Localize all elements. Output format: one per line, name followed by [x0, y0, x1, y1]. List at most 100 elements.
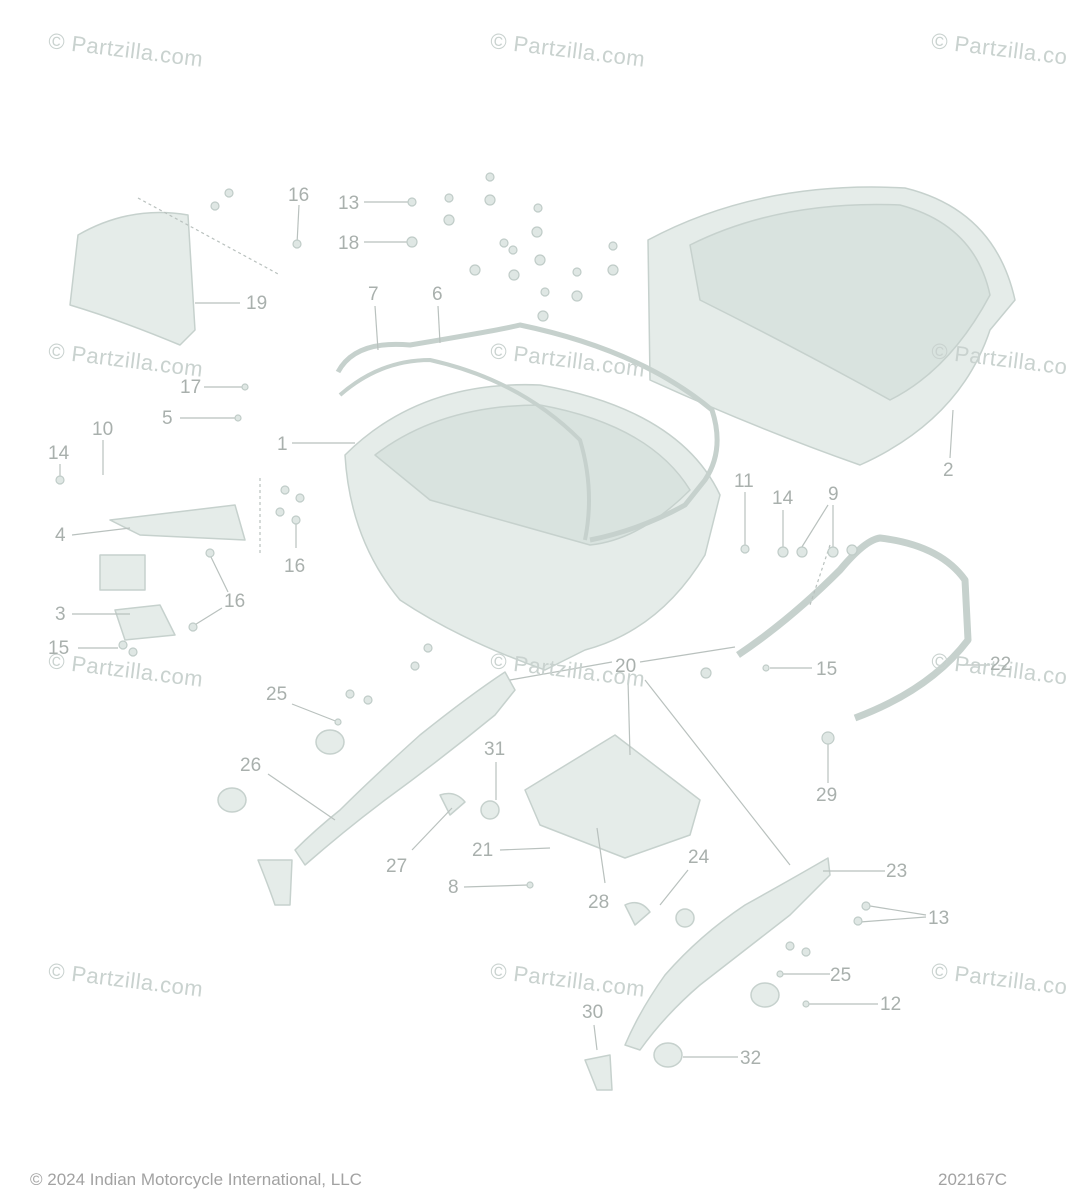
fastener [280, 485, 290, 495]
fastener [443, 214, 455, 226]
backrest-pad [69, 211, 196, 346]
fastener [241, 383, 249, 391]
callout-10: 10 [92, 419, 114, 440]
callout-25: 25 [266, 684, 288, 705]
leader-line [463, 884, 529, 888]
lid-seal [335, 322, 720, 543]
callout-32: 32 [740, 1048, 762, 1069]
callout-13: 13 [338, 193, 360, 214]
callout-22: 22 [990, 654, 1012, 675]
fasteners [55, 172, 871, 1008]
right-mount-bracket [624, 857, 831, 1051]
clip [439, 792, 466, 816]
leader-line [949, 409, 954, 459]
fastener [292, 239, 302, 249]
callout-27: 27 [386, 856, 408, 877]
callout-9: 9 [828, 484, 839, 505]
fastener [508, 245, 518, 255]
fastener [801, 947, 811, 957]
callout-12: 12 [880, 994, 902, 1015]
callout-18: 18 [338, 233, 360, 254]
fastener [861, 901, 871, 911]
callout-23: 23 [886, 861, 908, 882]
bushing [217, 787, 247, 813]
dashed-guide [809, 544, 831, 606]
fastener [571, 290, 583, 302]
leader-line [374, 305, 379, 351]
callout-20: 20 [615, 656, 637, 677]
knob [480, 800, 500, 820]
fastener [345, 689, 355, 699]
leader-line [499, 847, 551, 851]
callout-14: 14 [772, 488, 794, 509]
fastener [572, 267, 582, 277]
leader-line [192, 607, 223, 627]
leader-line [596, 827, 606, 884]
fastener [534, 254, 546, 266]
callout-7: 7 [368, 284, 379, 305]
callout-26: 26 [240, 755, 262, 776]
fastener [55, 475, 65, 485]
left-mount-bracket [294, 671, 516, 866]
callout-31: 31 [484, 739, 506, 760]
leader-line [639, 646, 736, 663]
callout-4: 4 [55, 525, 66, 546]
callout-5: 5 [162, 408, 173, 429]
fastener [776, 970, 784, 978]
luggage-rail [736, 534, 972, 722]
diagram-code: 202167C [938, 1170, 1008, 1189]
callout-15: 15 [816, 659, 838, 680]
fastener [827, 546, 839, 558]
trunk-lid-inner [689, 203, 991, 401]
callout-30: 30 [582, 1002, 604, 1023]
fastener [762, 664, 770, 672]
lid-seal-inner [338, 358, 591, 541]
fastener [700, 667, 712, 679]
hinge-block [99, 554, 146, 591]
callout-14: 14 [48, 443, 70, 464]
callout-17: 17 [180, 377, 202, 398]
callout-8: 8 [448, 877, 459, 898]
leader-line [267, 773, 336, 821]
leader-line [644, 679, 791, 866]
callout-1: 1 [277, 434, 288, 455]
leader-line [859, 916, 927, 923]
fastener [540, 287, 550, 297]
callout-16: 16 [284, 556, 306, 577]
parts-artwork [69, 186, 1016, 1091]
callout-21: 21 [472, 840, 494, 861]
fastener [205, 548, 215, 558]
fastener [821, 731, 835, 745]
leader-line [209, 554, 229, 593]
leader-line [869, 905, 927, 916]
fastener [423, 643, 433, 653]
leader-line [291, 703, 339, 723]
callout-11: 11 [734, 471, 754, 492]
fastener [118, 640, 128, 650]
fastener [210, 201, 220, 211]
callout-2: 2 [943, 460, 954, 481]
fastener [785, 941, 795, 951]
callout-28: 28 [588, 892, 610, 913]
leader-line [71, 527, 131, 536]
fastener [363, 695, 373, 705]
fastener [846, 544, 858, 556]
fastener [537, 310, 549, 322]
copyright-text: © 2024 Indian Motorcycle International, … [30, 1170, 362, 1189]
right-bracket-foot [584, 1054, 613, 1091]
leader-line [593, 1024, 598, 1051]
fastener [484, 194, 496, 206]
fastener [234, 414, 242, 422]
callout-19: 19 [246, 293, 268, 314]
knob [675, 908, 695, 928]
callout-25: 25 [830, 965, 852, 986]
leader-line [799, 504, 829, 551]
fastener [533, 203, 543, 213]
hinge-plate [114, 604, 176, 641]
leader-line [437, 305, 441, 344]
fastener [796, 546, 808, 558]
fastener [607, 264, 619, 276]
fastener [469, 264, 481, 276]
leader-line [296, 204, 300, 245]
